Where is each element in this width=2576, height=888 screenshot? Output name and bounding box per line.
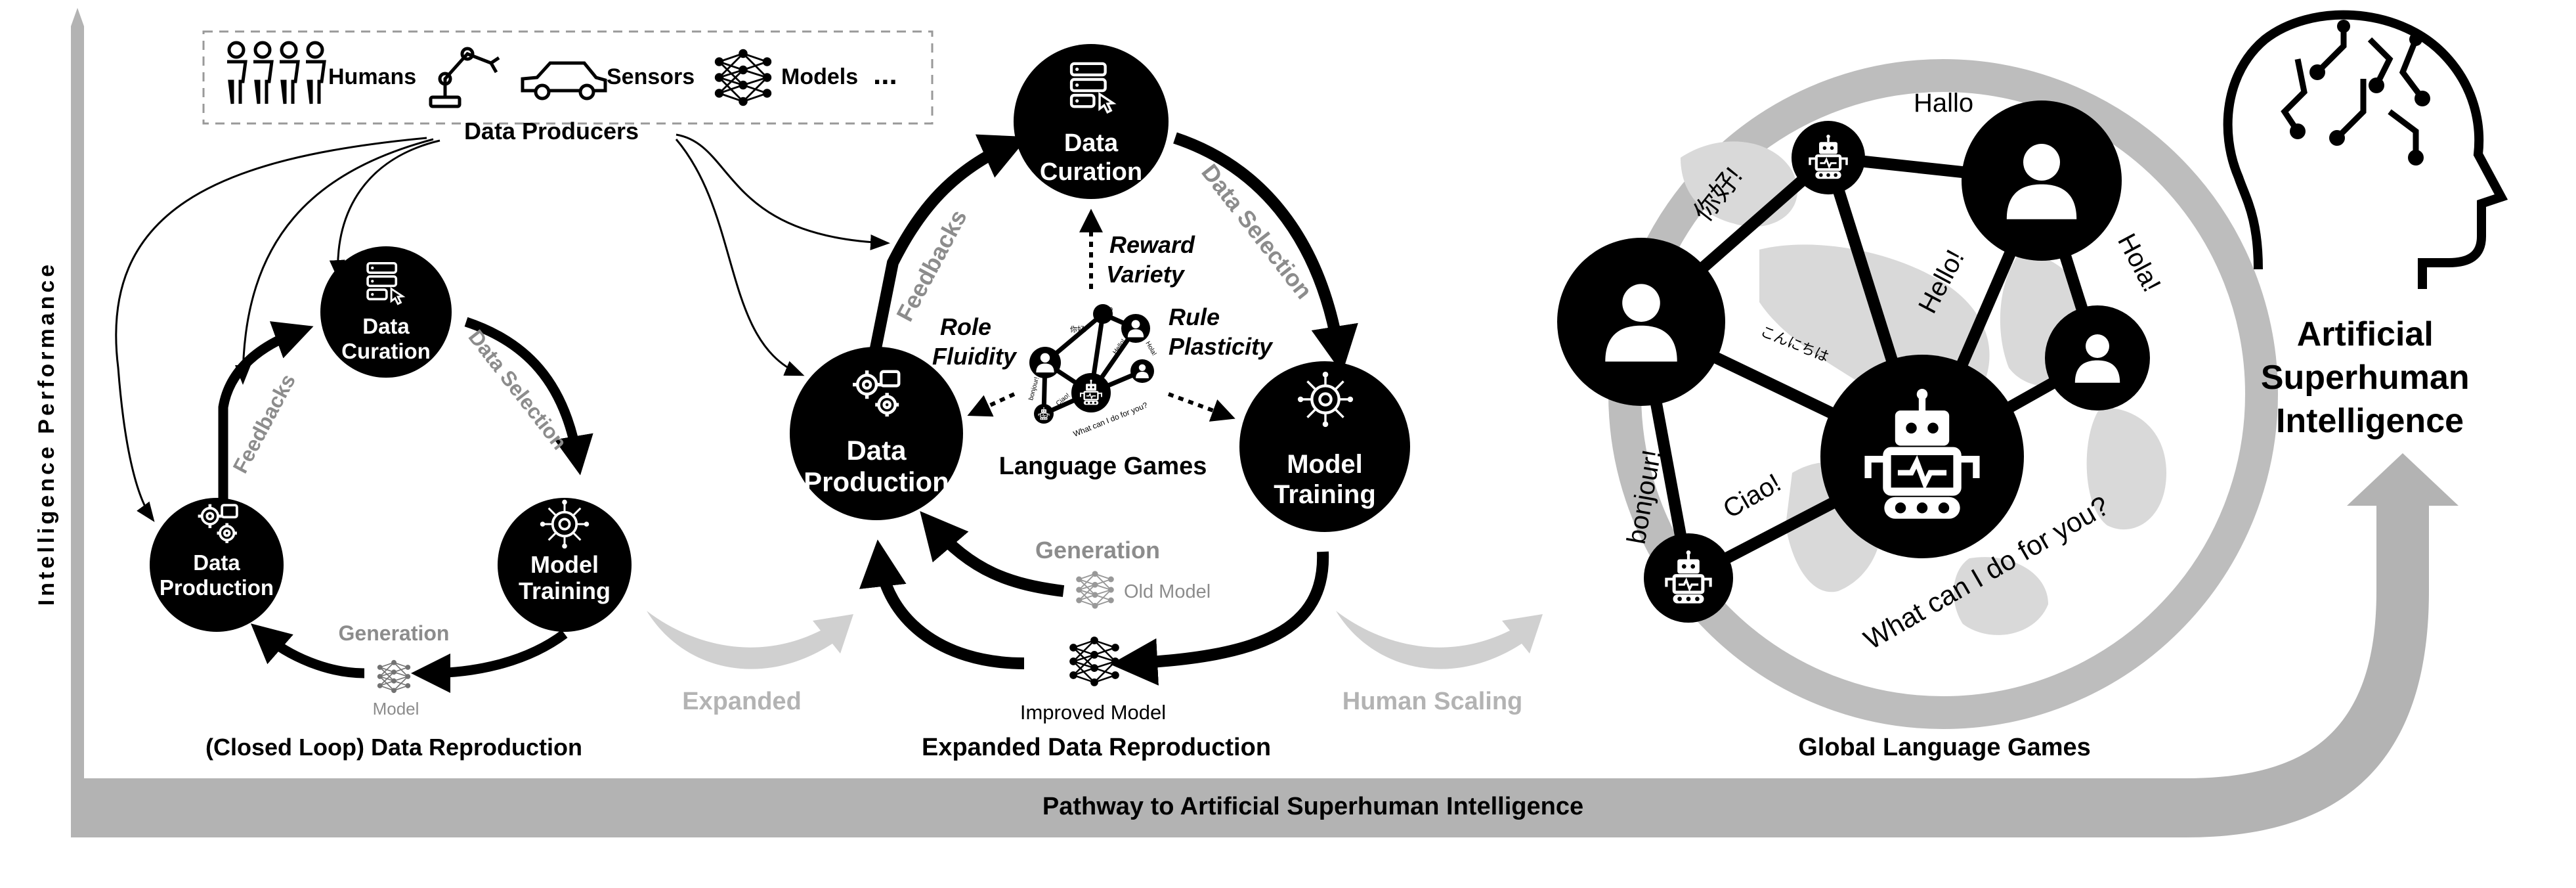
x-axis-label: Pathway to Artificial Superhuman Intelli…: [1042, 793, 1583, 820]
old-model-label: Old Model: [1124, 581, 1211, 602]
cl-selection-arrow: [464, 317, 593, 476]
svg-text:Hallo: Hallo: [1096, 305, 1113, 313]
y-axis-arrow: [71, 8, 84, 837]
ex-feedbacks-label: Feedbacks: [891, 205, 972, 326]
svg-text:你好!: 你好!: [1070, 324, 1086, 334]
ex-curation-node: [1014, 44, 1169, 199]
asi-label: Artificial Superhuman Intelligence: [2261, 315, 2479, 440]
ex-training-node: [1239, 361, 1410, 532]
robot-arm-icon: [429, 47, 500, 108]
cl-model-label: Model: [373, 699, 419, 719]
ex-generation-arrow: [920, 511, 1065, 597]
improved-model-label: Improved Model: [1020, 701, 1166, 724]
ex-selection-arrow: [1173, 132, 1358, 374]
mini-network: 你好! Hallo Hello! Hola! Ciao! What can I …: [1027, 304, 1158, 439]
neural-net-icon: [376, 659, 412, 694]
producers-box: [202, 30, 934, 125]
cl-training-node: [498, 498, 632, 632]
ex-generation-label: Generation: [1035, 537, 1160, 564]
language-games-label: Language Games: [999, 453, 1207, 480]
producers-title: Data Producers: [464, 118, 639, 144]
cl-generation-arrow-a: [411, 629, 568, 693]
people-icon: [227, 41, 326, 104]
sensors-label: Sensors: [607, 64, 695, 89]
ex-feedback-arrow: [867, 134, 1029, 363]
neural-net-icon: [1068, 635, 1121, 688]
ellipsis: ...: [873, 58, 897, 91]
rule-dotted-arrow: [1167, 392, 1235, 422]
cl-feedbacks-label: Feedbacks: [228, 370, 300, 477]
cl-curation-node: [320, 246, 452, 378]
data-producers: Humans Sensors Models ... Data Producers: [202, 30, 934, 144]
ex-return-arrow: [859, 539, 1025, 669]
car-icon: [521, 61, 607, 100]
neural-net-icon: [1075, 570, 1115, 610]
models-label: Models: [781, 64, 858, 89]
ex-caption: Expanded Data Reproduction: [922, 734, 1271, 761]
transition-expanded: Expanded: [647, 611, 853, 715]
producer-arrows: [115, 133, 890, 522]
pathway-axis: Intelligence Performance Pathway to Arti…: [34, 8, 2458, 837]
cl-generation-arrow-b: [250, 623, 365, 678]
y-axis-label: Intelligence Performance: [34, 261, 59, 606]
ex-production-node: [790, 347, 963, 520]
neural-net-icon: [714, 48, 773, 107]
role-dotted-arrow: [967, 392, 1016, 417]
humans-label: Humans: [328, 64, 416, 89]
cl-production-node: [150, 498, 284, 632]
pathway-arrow: [71, 453, 2458, 837]
transition-human-scaling: Human Scaling: [1336, 611, 1543, 715]
transition-expanded-label: Expanded: [682, 688, 802, 715]
global-language-games: Hallo 你好! Hello! Hola! こんにちは Ciao! bonjo…: [1557, 59, 2278, 761]
cl-caption: (Closed Loop) Data Reproduction: [205, 734, 582, 761]
brain-head-icon: [2223, 10, 2508, 289]
asi-block: Artificial Superhuman Intelligence: [2223, 10, 2508, 440]
svg-text:Hola!: Hola!: [1144, 340, 1157, 357]
ex-improved-arrow: [1110, 551, 1329, 686]
word-hallo: Hallo: [1914, 89, 1973, 118]
cl-generation-label: Generation: [339, 621, 450, 645]
cl-feedback-arrow: [218, 321, 314, 499]
transition-human-scaling-label: Human Scaling: [1342, 688, 1523, 715]
svg-text:bonjour!: bonjour!: [1027, 376, 1041, 401]
global-caption: Global Language Games: [1798, 734, 2091, 761]
